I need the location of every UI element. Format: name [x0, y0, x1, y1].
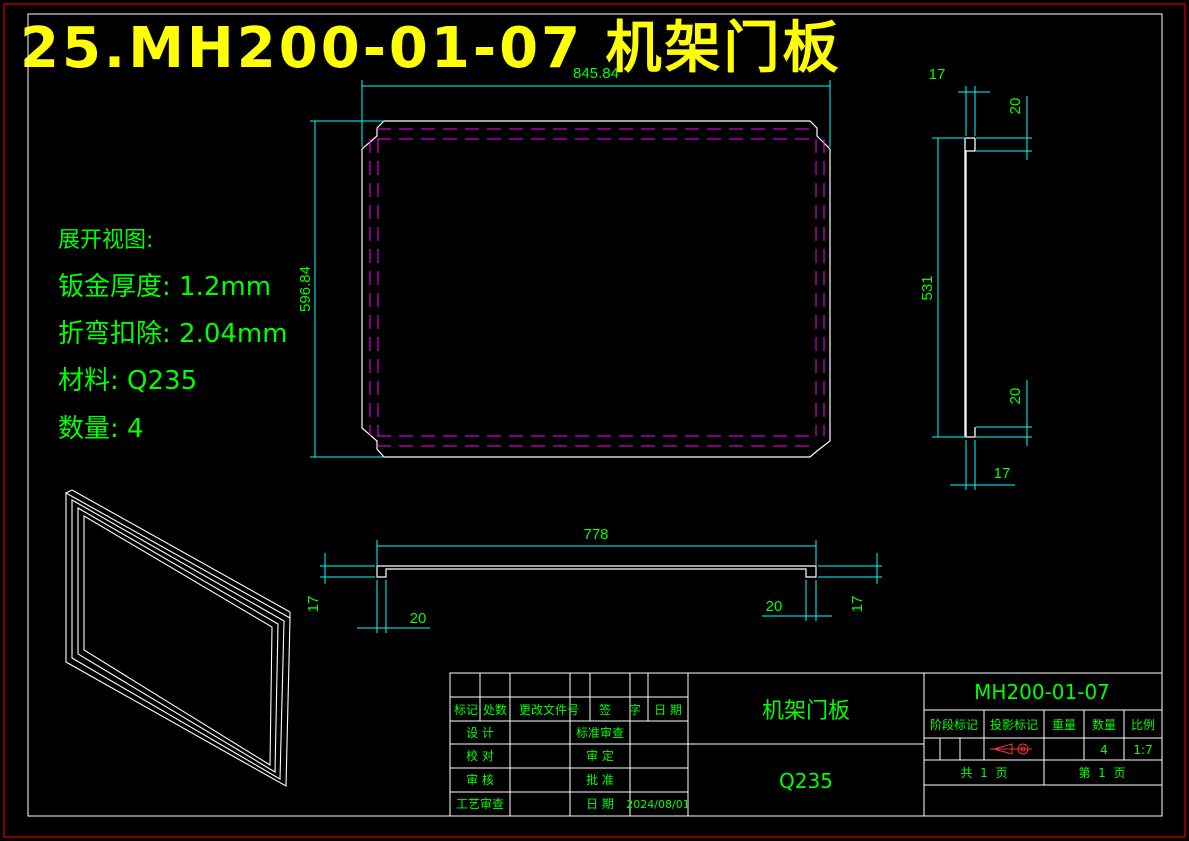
dim-bottom-left-return: 20 [410, 610, 427, 627]
tb-row-date-label: 日 期 [586, 797, 614, 811]
tb-date-value: 2024/08/01 [626, 798, 689, 811]
dim-side-bottom-return: 20 [1007, 388, 1024, 405]
tb-material: Q235 [779, 769, 833, 793]
tb-info-quantity: 数量 [1092, 717, 1116, 732]
tb-header-sign: 签 [599, 702, 611, 717]
tb-row-approve-final: 审 定 [586, 748, 614, 763]
projection-symbol-icon [990, 743, 1032, 755]
dim-bottom-right-flange: 17 [849, 596, 866, 613]
tb-header-mark: 标记 [454, 703, 478, 717]
note-thickness: 钣金厚度: 1.2mm [58, 272, 272, 302]
flat-outline [361, 120, 831, 458]
bend-lines [369, 128, 825, 447]
tb-part-name: 机架门板 [762, 699, 850, 724]
tb-total-sheets: 共 1 页 [961, 766, 1008, 780]
tb-info-projection: 投影标记 [990, 717, 1038, 732]
dim-bottom-right-return: 20 [766, 598, 783, 615]
drawing-title: 25.MH200-01-07 机架门板 [20, 16, 842, 81]
tb-quantity-value: 4 [1100, 743, 1108, 757]
tb-row-std-review: 标准审查 [576, 725, 624, 740]
tb-header-count: 处数 [483, 702, 507, 717]
tb-header-char: 字 [629, 702, 641, 717]
tb-info-scale: 比例 [1131, 718, 1155, 732]
tb-info-stage: 阶段标记 [930, 717, 978, 732]
tb-row-process-review: 工艺审查 [456, 796, 504, 811]
dim-bottom-length: 778 [583, 526, 608, 543]
tb-drawing-number: MH200-01-07 [974, 680, 1110, 704]
dim-side-height: 531 [919, 275, 936, 300]
dim-side-flange-top: 17 [929, 66, 946, 83]
tb-info-weight: 重量 [1052, 718, 1076, 732]
isometric-view [65, 489, 291, 787]
tb-row-check: 校 对 [466, 748, 494, 763]
bottom-view: 778 17 20 20 17 [305, 526, 882, 633]
note-bend-deduction: 折弯扣除: 2.04mm [58, 319, 288, 349]
outer-border [3, 3, 1186, 838]
tb-header-change-doc: 更改文件号 [519, 702, 579, 717]
tb-row-review: 审 核 [466, 772, 494, 787]
flat-pattern-view: 845.84 596.84 [297, 65, 831, 458]
dim-flat-height: 596.84 [297, 266, 314, 312]
tb-header-date: 日 期 [654, 703, 682, 717]
tb-scale-value: 1:7 [1133, 743, 1152, 757]
dim-side-flange-bottom: 17 [994, 465, 1011, 482]
tb-row-design: 设 计 [466, 726, 494, 740]
note-material: 材料: Q235 [58, 366, 198, 396]
dim-side-top-return: 20 [1007, 98, 1024, 115]
notes-heading: 展开视图: [58, 228, 154, 253]
title-block: 标记 处数 更改文件号 签 字 日 期 设 计 标准审查 校 对 审 定 审 核… [449, 672, 1163, 817]
note-quantity: 数量: 4 [58, 414, 144, 444]
tb-sheet-number: 第 1 页 [1079, 766, 1126, 780]
tb-row-ratify: 批 准 [586, 772, 614, 787]
dim-flat-width: 845.84 [573, 65, 619, 82]
side-view: 17 20 531 20 17 [919, 66, 1032, 490]
dim-bottom-left-flange: 17 [305, 596, 322, 613]
